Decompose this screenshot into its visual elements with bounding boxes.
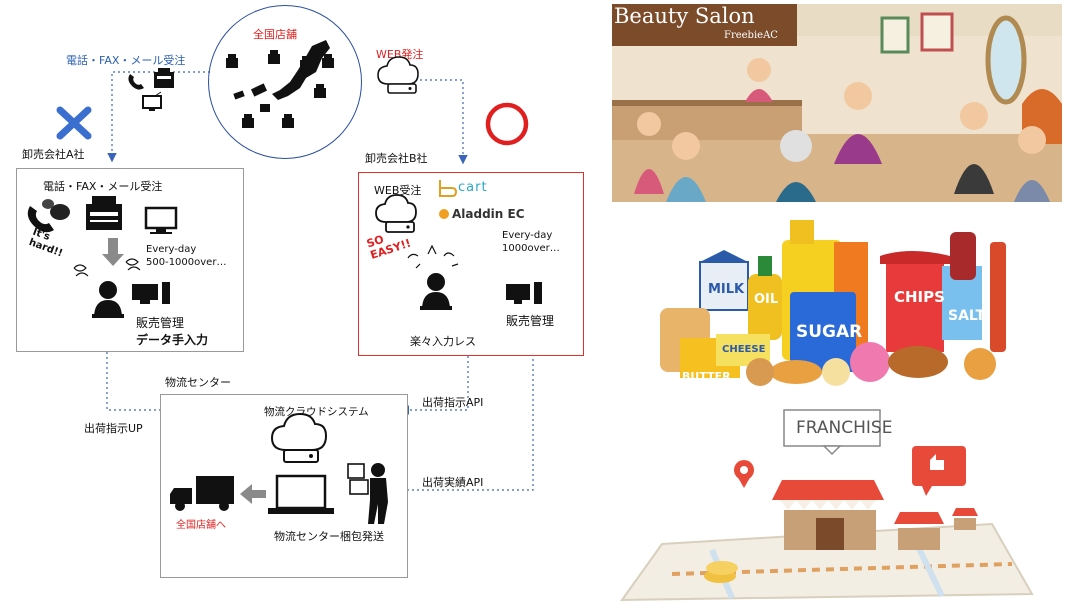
butter-label: BUTTER [682,370,731,383]
franchise-label: FRANCHISE [796,418,893,438]
salon-subtitle: FreebieAC [724,30,778,41]
easy-input-less-label: 楽々入力レス [410,335,476,348]
arrow-stores-to-a [107,71,210,163]
company-a-box-title: 電話・FAX・メール受注 [43,180,163,193]
cloud-server-icon [375,194,417,233]
arrow-logistics-to-b [402,327,538,491]
beauty-salon-image: Beauty Salon FreebieAC [612,4,1062,202]
shipping-up-label: 出荷指示UP [84,422,143,435]
cloud-server-icon [270,412,328,463]
desktop-icon [506,282,542,304]
cheese-label: CHEESE [722,344,766,355]
arrow-stores-to-b [415,79,468,165]
franchise-image: FRANCHISE [612,404,1042,604]
speech-bubble-icon [42,199,70,220]
to-stores-label: 全国店舗へ [176,520,226,531]
company-a-label: 卸売会社A社 [22,148,85,161]
fax-icon [154,68,174,88]
cross-icon [56,106,92,140]
phone-fax-mail-order-label: 電話・FAX・メール受注 [66,54,186,67]
laptop-icon [268,474,334,514]
company-b-every-day: Every-day [502,230,553,241]
company-a-manual-input: データ手入力 [136,333,209,347]
monitor-icon [144,206,178,234]
oil-label: OIL [754,292,779,307]
monitor-icon [142,91,162,111]
circle-ok-icon [485,102,529,146]
packing-label: 物流センター梱包発送 [274,530,384,543]
fax-icon [86,196,122,230]
salt-label: SALT [948,308,986,324]
salon-title: Beauty Salon [614,4,755,28]
sparkle-icon [407,244,459,269]
logistics-center-label: 物流センター [165,376,231,389]
company-a-volume: 500-1000over… [146,257,227,268]
shipping-api-label: 出荷指示API [422,396,484,409]
stores-circle [208,5,362,159]
desktop-icon [132,282,170,304]
aladdin-logo-icon [439,209,449,219]
grocery-image: MILK OIL SUGAR CHIPS SALT CHEESE BUTTER [640,212,1042,392]
phone-icon [128,74,144,90]
milk-label: MILK [708,282,745,297]
company-b-label: 卸売会社B社 [365,152,428,165]
web-order-label: WEB発注 [376,48,424,61]
left-arrow-icon [240,484,266,504]
stress-scribble-icon [73,258,141,277]
shipment-result-api-label: 出荷実績API [422,476,484,489]
bcart-text: cart [458,180,488,195]
down-arrow-icon [102,238,124,266]
company-b-volume: 1000over… [502,243,560,254]
logistics-system-title: 物流クラウドシステム [264,406,369,418]
company-a-box [16,168,244,352]
person-laptop-icon [420,273,452,310]
chips-label: CHIPS [894,288,945,306]
aladdin-text: Aladdin EC [452,207,525,221]
bcart-logo-icon [439,180,458,197]
phone-icon [27,206,54,233]
national-stores-label: 全国店舗 [253,28,297,41]
worker-boxes-icon [347,463,388,524]
sugar-label: SUGAR [796,322,863,342]
company-a-sales-mgmt: 販売管理 [136,316,185,330]
company-b-sales-mgmt: 販売管理 [506,314,555,328]
company-b-web-order: WEB受注 [374,184,422,197]
company-a-every-day: Every-day [146,244,197,255]
truck-icon [170,476,234,511]
person-laptop-icon [92,281,124,318]
